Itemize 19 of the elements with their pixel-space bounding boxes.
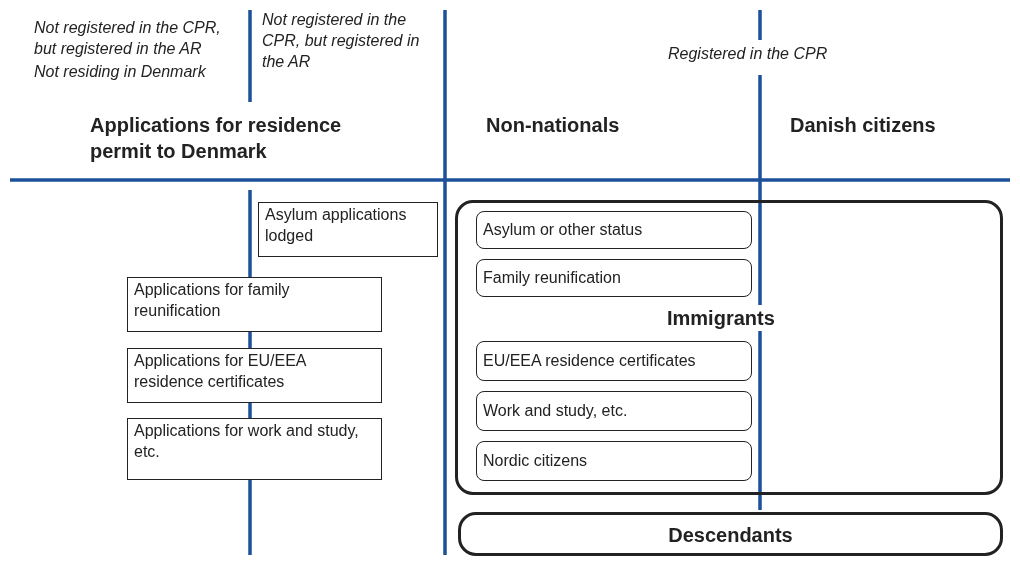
category-box: Nordic citizens xyxy=(476,441,752,481)
column-heading: Danish citizens xyxy=(790,113,937,138)
group-box xyxy=(455,200,1003,495)
application-box: Applications for family reunification xyxy=(127,277,382,332)
column-note: Registered in the CPR xyxy=(668,44,829,64)
category-box: Asylum or other status xyxy=(476,211,752,249)
application-box: Applications for work and study, etc. xyxy=(127,418,382,480)
category-box: Family reunification xyxy=(476,259,752,297)
column-note: Not residing in Denmark xyxy=(34,62,207,82)
group-title: Descendants xyxy=(667,523,794,548)
column-heading: Applications for residence permit to Denmark xyxy=(90,113,343,164)
category-box: Work and study, etc. xyxy=(476,391,752,431)
column-note: Not registered in the CPR, but registered in the AR xyxy=(34,18,222,59)
column-note: Not registered in the CPR, but registered in the AR xyxy=(262,10,421,72)
application-box: Applications for EU/EEA residence certificates xyxy=(127,348,382,403)
category-box: EU/EEA residence certificates xyxy=(476,341,752,381)
column-heading: Non-nationals xyxy=(486,113,621,138)
group-box xyxy=(458,512,1003,556)
application-box: Asylum applications lodged xyxy=(258,202,438,257)
